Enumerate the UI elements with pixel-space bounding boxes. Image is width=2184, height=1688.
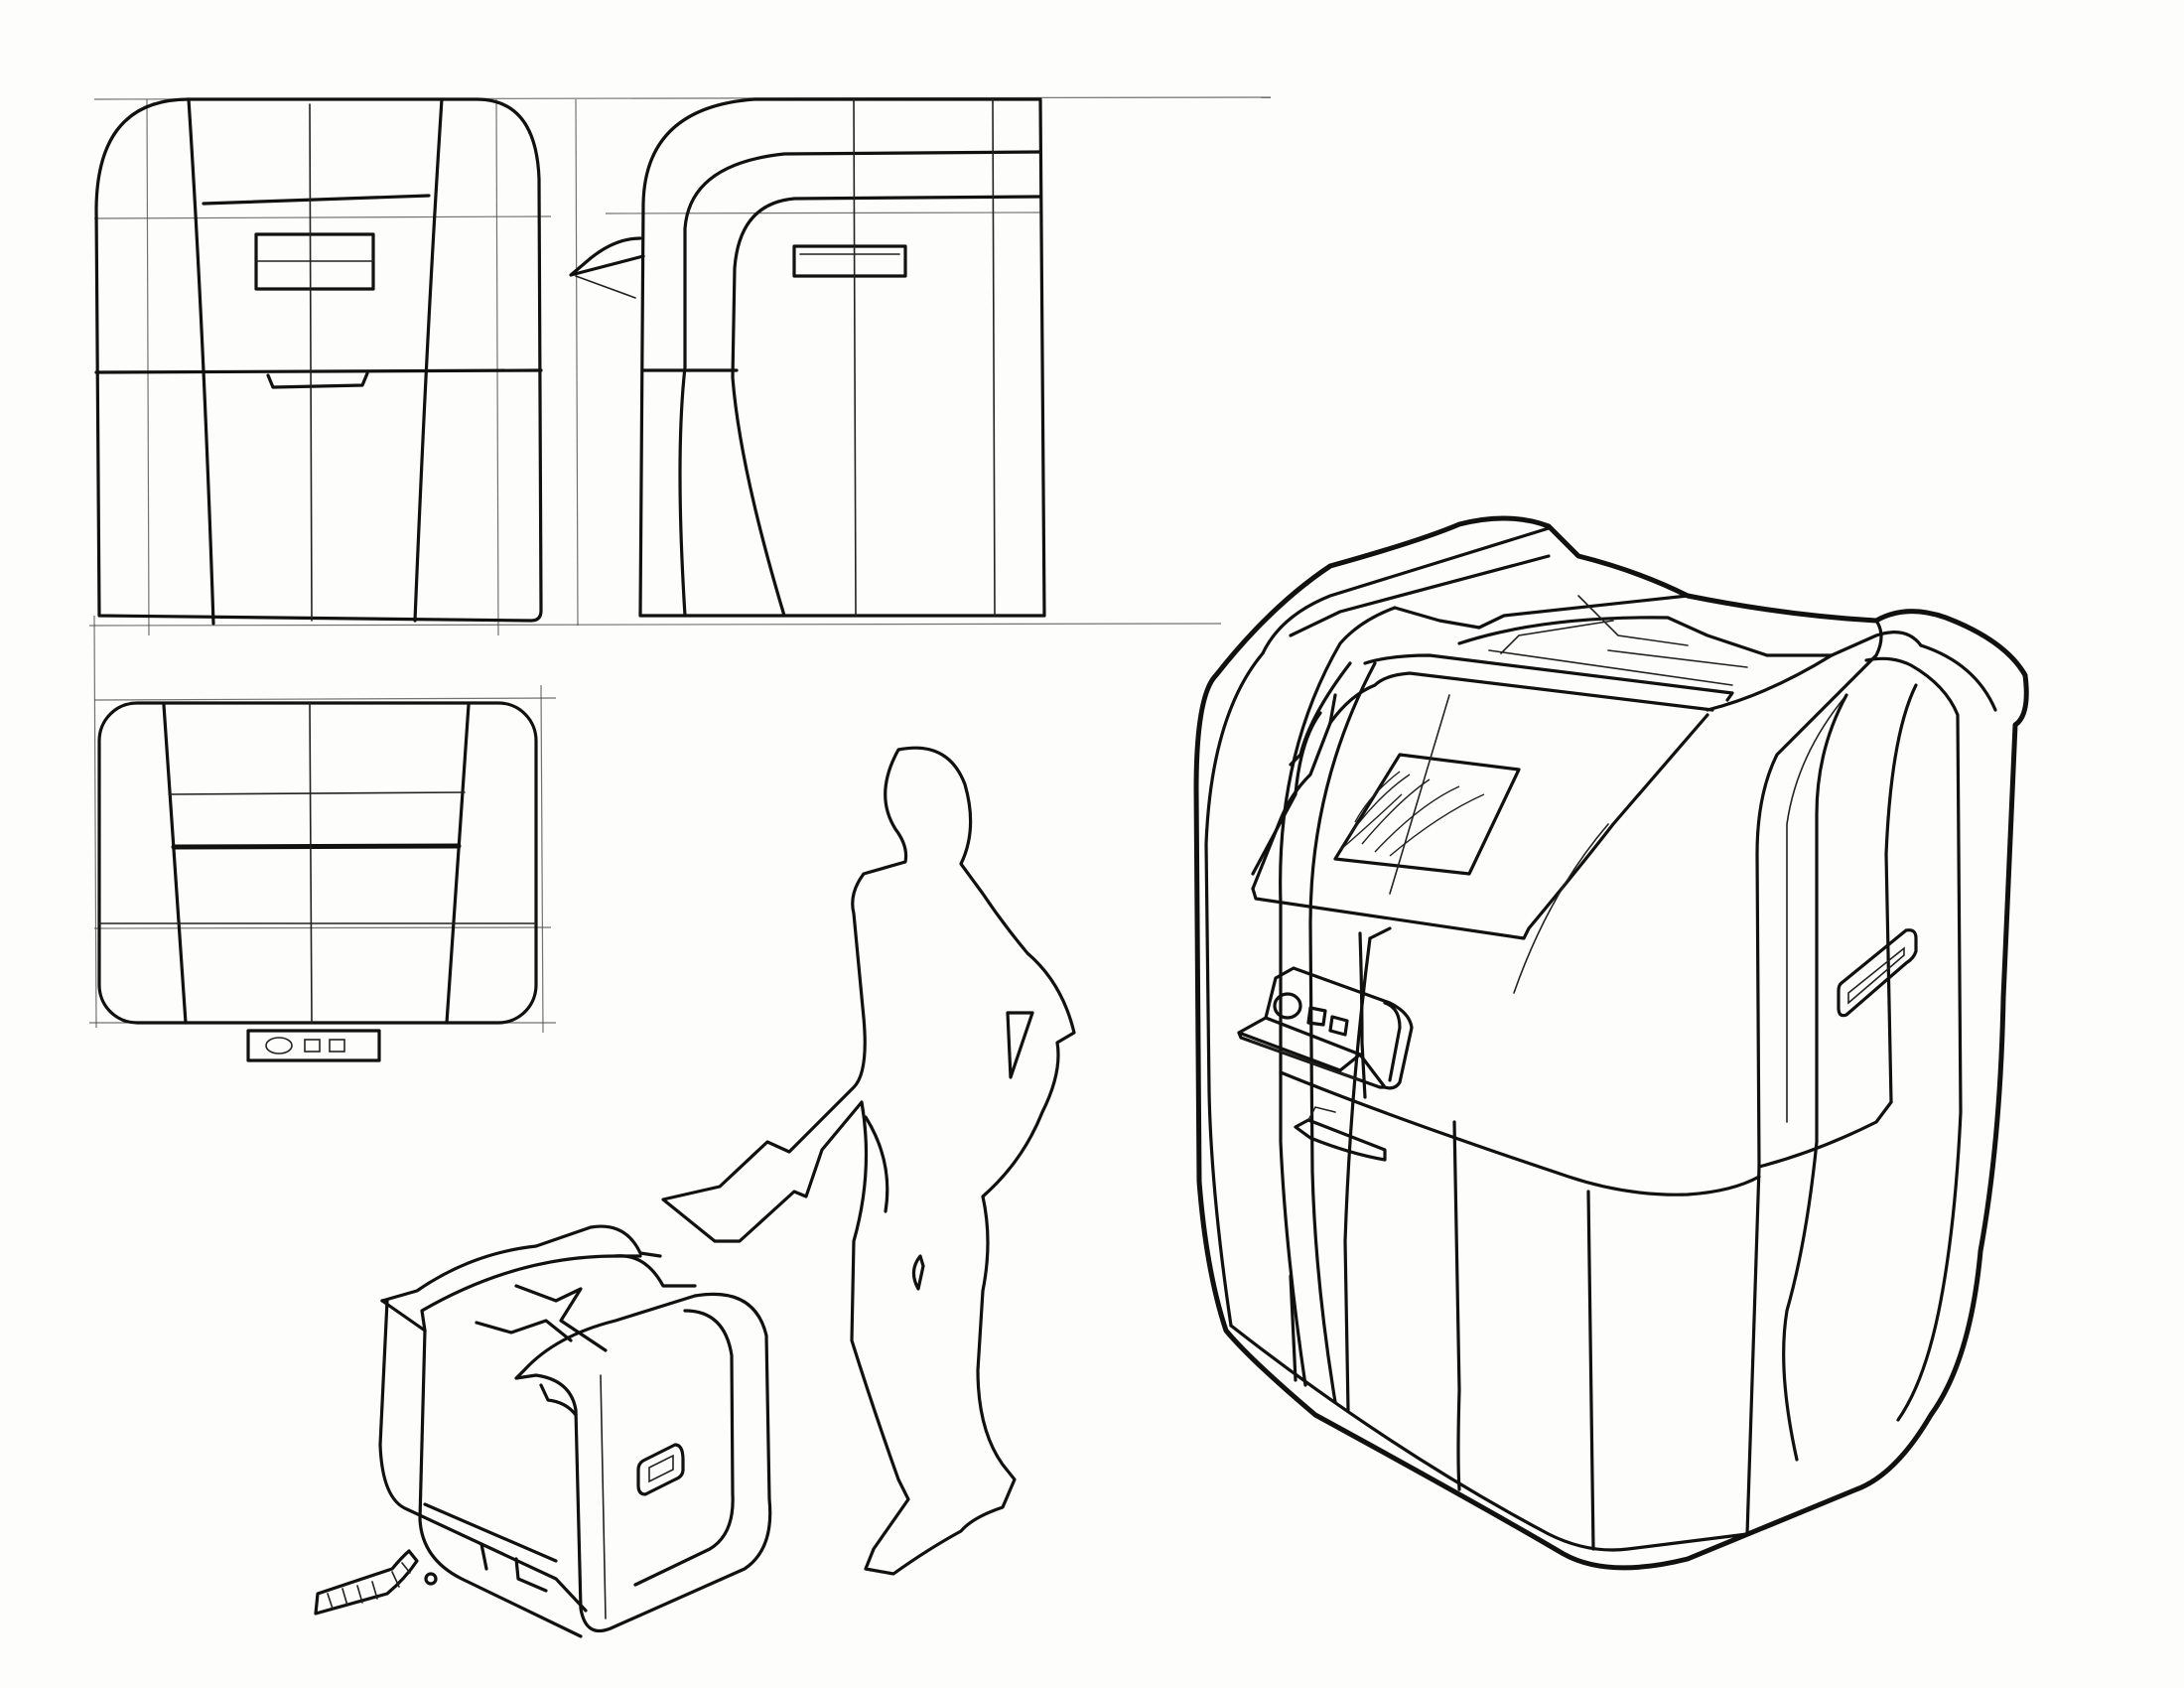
- top-orthographic-view: [97, 701, 538, 1062]
- side-orthographic-view: [569, 97, 1046, 618]
- small-printer-perspective: [314, 1224, 772, 1638]
- human-scale-figure: [661, 746, 1076, 1576]
- construction-guides: [88, 96, 1272, 1034]
- front-orthographic-view: [94, 97, 543, 626]
- large-printer-perspective: [1193, 515, 2029, 1571]
